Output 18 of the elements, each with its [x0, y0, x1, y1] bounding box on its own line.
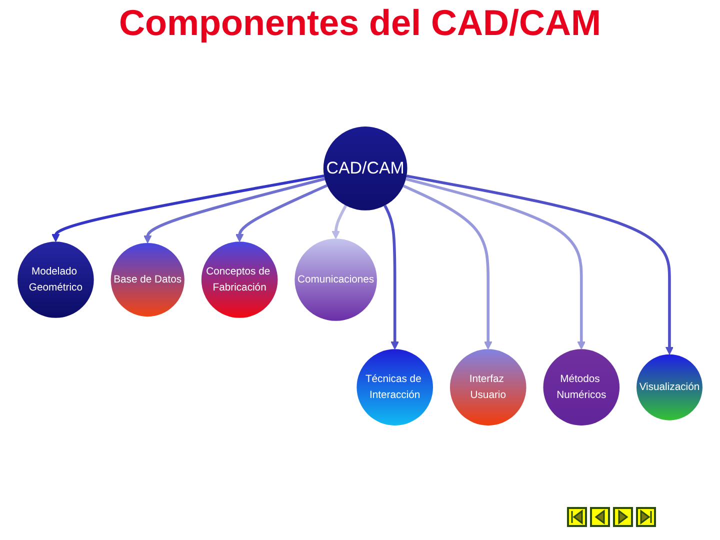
arrow: [332, 204, 348, 240]
arrow: [52, 174, 324, 242]
node-circle: Visualización: [636, 354, 702, 420]
node-circle: Base de Datos: [110, 242, 184, 317]
title: Componentes del CAD/CAM: [118, 2, 601, 44]
arrow: [402, 184, 492, 350]
node-circle: Interfaz Usuario: [450, 349, 526, 426]
node-circle: Modelado Geométrico: [18, 242, 94, 318]
arrow: [235, 184, 328, 242]
node-circle: Comunicaciones: [294, 238, 377, 321]
node-circle: Técnicas de Interacción: [356, 349, 433, 426]
arrow: [406, 178, 586, 350]
arrow: [143, 178, 326, 244]
node-circle: Conceptos de Fabricación: [201, 242, 278, 318]
arrow: [406, 174, 674, 355]
node-circle: Métodos Numéricos: [543, 349, 620, 426]
node-circle: CAD/CAM: [323, 126, 408, 210]
arrow: [384, 204, 399, 350]
